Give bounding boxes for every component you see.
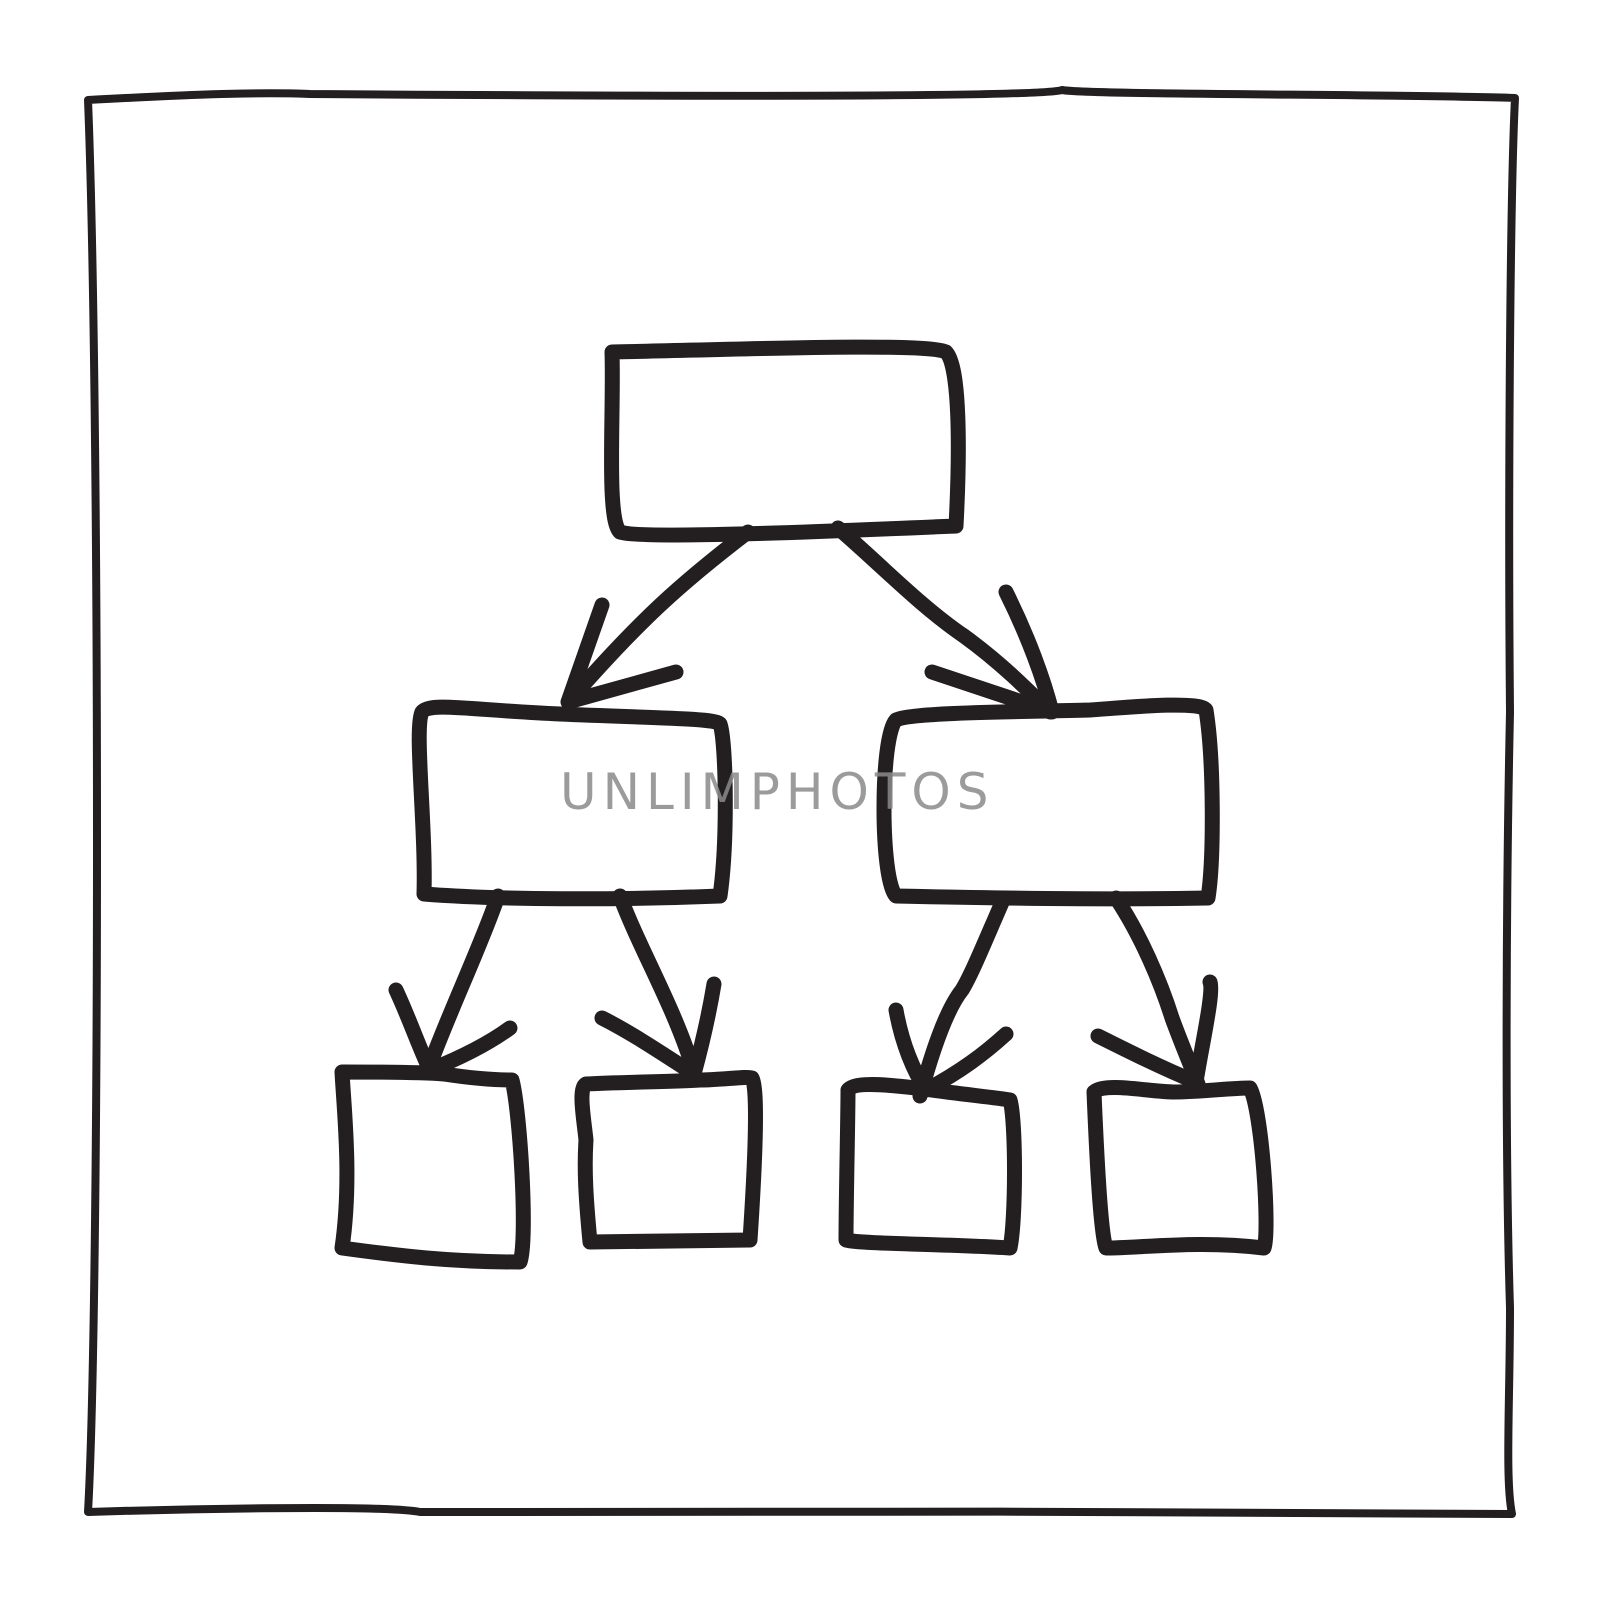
node-leaf-4 bbox=[1086, 1080, 1274, 1256]
arrowhead-root-mid-left bbox=[560, 597, 684, 710]
node-leaf-3 bbox=[838, 1077, 1022, 1256]
node-root bbox=[604, 339, 966, 543]
node-mid-left bbox=[411, 699, 733, 907]
edge-mid-right-to-leaf-3 bbox=[888, 890, 1014, 1104]
edge-mid-left-to-leaf-2 bbox=[594, 888, 722, 1082]
edge-mid-left-to-leaf-1 bbox=[388, 888, 518, 1078]
watermark-text: UNLIMPHOTOS bbox=[560, 763, 995, 821]
node-leaf-1 bbox=[334, 1064, 531, 1270]
node-mid-right bbox=[876, 697, 1220, 907]
edge-root-to-mid-right bbox=[830, 520, 1060, 720]
arrowhead-mid-right-leaf-4 bbox=[1090, 974, 1219, 1090]
outer-frame bbox=[84, 86, 1519, 1518]
node-leaf-2 bbox=[574, 1069, 763, 1250]
edge-mid-right-to-leaf-4 bbox=[1090, 890, 1219, 1092]
edge-root-to-mid-left bbox=[560, 524, 756, 710]
